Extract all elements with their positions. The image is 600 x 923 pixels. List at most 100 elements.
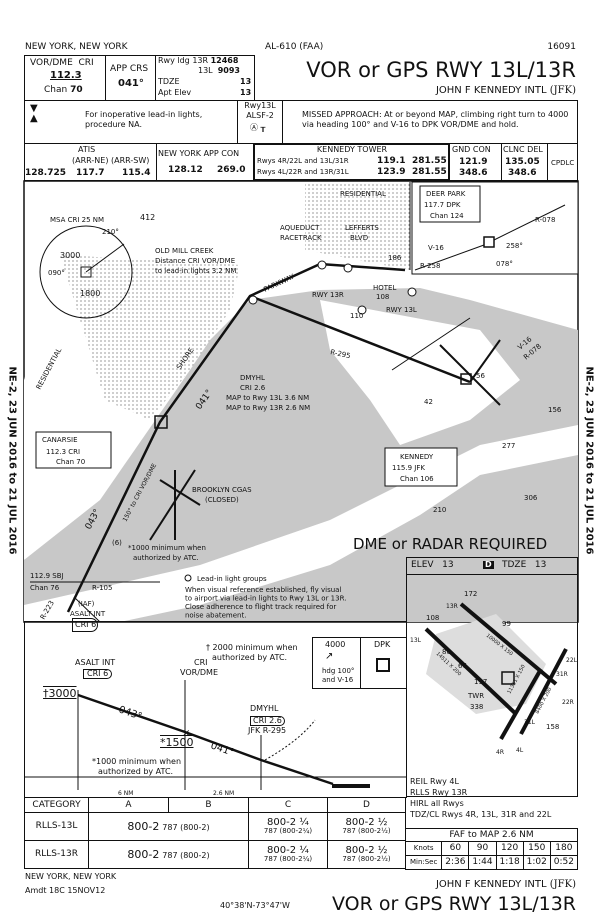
cycle: 16091 bbox=[547, 42, 576, 52]
profile-course-043: 043° bbox=[117, 704, 143, 722]
alt-3000: †3000 bbox=[43, 687, 77, 700]
profile-path: × 043° 041° 6 NM 2.6 NM bbox=[24, 680, 406, 797]
diag-158: 158 bbox=[546, 723, 559, 731]
msa-bearing-090: 090° bbox=[48, 269, 65, 277]
hotel-alt: 108 bbox=[376, 293, 389, 301]
ma-alt: 4000 bbox=[325, 640, 346, 649]
cat-a: A bbox=[88, 797, 169, 813]
deer-park-label: DEER PARK bbox=[426, 190, 466, 198]
profile-course-041: 041° bbox=[209, 740, 235, 758]
ab-min: 800-2 787 (800-2) bbox=[88, 840, 249, 869]
lighting-reil: REIL Rwy 4L bbox=[410, 777, 459, 786]
obstacle-156: 156 bbox=[548, 406, 562, 414]
diag-197: 197 bbox=[474, 678, 487, 686]
atis-sw: 115.4 bbox=[122, 168, 151, 178]
runway-13l-31r bbox=[424, 627, 518, 716]
diag-4r: 4R bbox=[496, 749, 504, 756]
r295-line bbox=[249, 294, 471, 384]
time: 2:36 bbox=[441, 855, 470, 870]
residential-top bbox=[305, 182, 410, 270]
msa-alt-1800: 1800 bbox=[80, 289, 100, 298]
footer-title: VOR or GPS RWY 13L/13R bbox=[331, 893, 576, 915]
distance-6: (6) bbox=[112, 539, 122, 547]
blvd-label: BLVD bbox=[350, 234, 368, 242]
knots: 90 bbox=[468, 841, 497, 856]
elev: 13 bbox=[240, 88, 252, 97]
profile-asalt: ASALT INT bbox=[75, 658, 116, 667]
dme-radar-required: DME or RADAR REQUIRED bbox=[353, 535, 547, 553]
rwy-ldg: Rwy ldg 13R 12468 bbox=[158, 56, 239, 65]
brooklyn-label: BROOKLYN CGAS bbox=[192, 486, 252, 494]
climb-right-arrow-icon: ↗ bbox=[325, 651, 334, 662]
ma-via: and V-16 bbox=[322, 676, 354, 684]
diag-31r: 31R bbox=[556, 671, 568, 678]
msa-alt-3000: 3000 bbox=[60, 251, 80, 260]
residential-left bbox=[60, 255, 240, 420]
kennedy-freq: 115.9 JFK bbox=[392, 464, 425, 472]
old-mill-distance: Distance CRI VOR/DME bbox=[155, 257, 235, 265]
cpdlc: CPDLC bbox=[551, 159, 575, 167]
profile-min1000b: authorized by ATC. bbox=[98, 767, 174, 776]
footer-coords: 40°38'N-73°47'W bbox=[220, 901, 290, 910]
cat-b: B bbox=[168, 797, 249, 813]
ab-min: 800-2 787 (800-2) bbox=[88, 812, 249, 841]
plan-min1000: *1000 minimum when bbox=[128, 544, 206, 552]
dmyhl-label: DMYHL bbox=[240, 374, 265, 382]
lighting-rlls: RLLS Rwy 13R bbox=[410, 788, 468, 797]
airport-elev: ELEV 13 bbox=[411, 560, 454, 570]
lead-in-light-icon bbox=[184, 574, 192, 582]
diag-13r: 13R bbox=[446, 603, 458, 610]
time-label: Min:Sec bbox=[404, 855, 443, 870]
tower-rwys-2: Rwys 4L/22R and 13R/31L bbox=[257, 168, 349, 176]
category-header: CATEGORY bbox=[24, 797, 89, 813]
old-mill-distance-2: to lead-in lights 3.2 NM bbox=[155, 267, 236, 275]
dpk-freq: 117.7 DPK bbox=[424, 201, 461, 209]
tdze-label: TDZE bbox=[158, 77, 180, 86]
sbj-freq: 112.9 SBJ bbox=[30, 572, 64, 580]
gnd-label: GND CON bbox=[452, 145, 491, 154]
time: 1:18 bbox=[495, 855, 524, 870]
gnd-freq: 121.9 bbox=[459, 157, 488, 167]
navaid-freq: 112.3 bbox=[50, 70, 82, 81]
alsf: ALSF-2 bbox=[246, 111, 274, 120]
knots: 150 bbox=[522, 841, 551, 856]
cat-c: C bbox=[248, 797, 328, 813]
alsf-rwy: Rwy13L bbox=[244, 101, 276, 110]
aqueduct-label: AQUEDUCT bbox=[280, 224, 320, 232]
navaid-chan: Chan 70 bbox=[44, 85, 83, 95]
rwy-13l-len: 13L 9093 bbox=[198, 66, 240, 75]
tower-uhf-2: 281.55 bbox=[412, 167, 447, 177]
dmyhl-cri: CRI 2.6 bbox=[240, 384, 266, 392]
airport-name: JOHN F KENNEDY INTL (JFK) bbox=[435, 85, 576, 96]
r105-label: R-105 bbox=[92, 584, 112, 592]
hold-078: 078° bbox=[496, 260, 513, 268]
d-box: D bbox=[483, 560, 494, 569]
dpk-chan: Chan 124 bbox=[430, 212, 464, 220]
time: 1:44 bbox=[468, 855, 497, 870]
profile-vor: VOR/DME bbox=[180, 668, 218, 677]
plan-min1000-b: authorized by ATC. bbox=[133, 554, 199, 562]
time: 0:52 bbox=[549, 855, 579, 870]
lefferts-label: LEFFERTS bbox=[345, 224, 379, 232]
side-effective-right: NE-2, 23 JUN 2016 to 21 JUL 2016 bbox=[583, 366, 595, 555]
tower-uhf-1: 281.55 bbox=[412, 156, 447, 166]
gnd-uhf: 348.6 bbox=[459, 168, 488, 178]
alt-1500: *1500 bbox=[160, 736, 194, 749]
tower-box bbox=[253, 143, 450, 181]
kennedy-label: KENNEDY bbox=[400, 453, 434, 461]
row-name: RLLS-13R bbox=[24, 840, 89, 869]
old-mill-label: OLD MILL CREEK bbox=[155, 247, 214, 255]
runway-4r-22l bbox=[499, 668, 543, 740]
atis-label: ATIS bbox=[78, 145, 96, 154]
min2000b: authorized by ATC. bbox=[212, 653, 288, 662]
canarsie-label: CANARSIE bbox=[42, 436, 78, 444]
diag-80: 80 bbox=[442, 648, 451, 656]
take-off-minimums-icon: ▼▲ bbox=[30, 103, 38, 124]
app-crs: 041° bbox=[118, 78, 144, 89]
distance-6nm: 6 NM bbox=[118, 790, 133, 797]
app-crs-label: APP CRS bbox=[110, 64, 149, 74]
